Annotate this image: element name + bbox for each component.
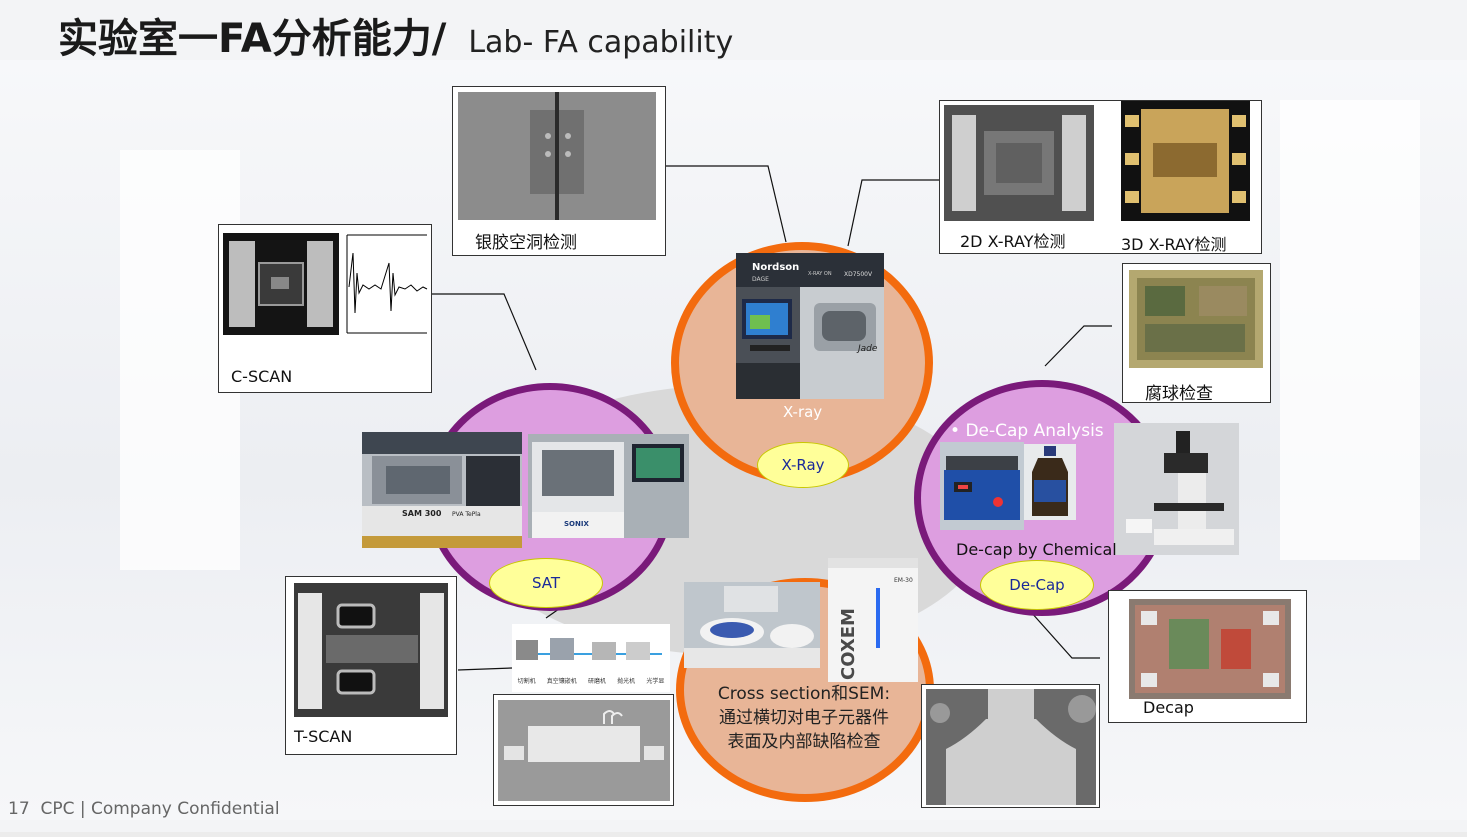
callout-ball-check: 腐球检查 — [1122, 263, 1271, 404]
callout-tscan: T-SCAN — [285, 576, 457, 755]
grinder-photo — [684, 582, 820, 668]
process-strip-icon — [516, 638, 662, 660]
sat-sam-text: SAM 300 — [402, 509, 442, 518]
callout-decap: Decap — [1108, 590, 1307, 723]
xray-2d-icon — [944, 105, 1094, 221]
chemical-bottle-photo — [1024, 444, 1076, 520]
sonix-text: SONIX — [564, 520, 589, 528]
background-light-panel — [1280, 100, 1420, 560]
bottom-divider — [0, 832, 1467, 837]
cscan-waveform — [345, 233, 429, 335]
decap-bullet-title: • De-Cap Analysis — [950, 421, 1104, 441]
title-english: Lab- FA capability — [468, 25, 734, 60]
decap-die-icon — [1129, 599, 1291, 699]
microscope-photo — [1114, 423, 1239, 555]
process-label-cutting: 切割机 — [517, 678, 536, 685]
sem-icon — [926, 689, 1096, 805]
xray-3d-image — [1121, 101, 1250, 221]
process-labels: 切割机 真空镶嵌机 研磨机 抛光机 光学显 — [512, 676, 670, 685]
xray-sub-text: DAGE — [752, 276, 769, 283]
ball-check-die-image — [1129, 270, 1263, 368]
decap-oval-label: De-Cap — [980, 560, 1094, 610]
sem-image — [926, 689, 1096, 805]
cross-section-image — [498, 700, 670, 801]
sem-machine-photo: COXEM EM-30 — [828, 558, 918, 682]
silver-void-xray-icon — [458, 92, 656, 220]
cscan-image — [223, 233, 339, 335]
xray-3d-icon — [1121, 101, 1250, 221]
xray-oval-label: X-Ray — [757, 442, 849, 488]
xray-2d-label: 2D X-RAY检测 — [960, 232, 1066, 251]
sem-machine-icon: COXEM EM-30 — [828, 558, 918, 682]
tscan-icon — [294, 583, 448, 717]
waveform-icon — [346, 234, 428, 334]
page-number: 17 — [8, 799, 30, 819]
cross-section-description: Cross section和SEM:通过横切对电子元器件表面及内部缺陷检查 — [717, 684, 891, 752]
cscan-icon — [223, 233, 339, 335]
xray-brand-text: Nordson — [752, 262, 799, 273]
sat-oval-label: SAT — [489, 558, 603, 608]
xray-machine-photo: Nordson DAGE X-RAY ON XD7500V Jade — [736, 253, 884, 399]
decap-bullet-text: De-Cap Analysis — [965, 421, 1104, 441]
sat-machine-photo-2: SONIX — [528, 434, 689, 538]
sonix-machine-icon: SONIX — [528, 434, 689, 538]
sat-machine-photo-1: SAM 300 PVA TePla — [362, 432, 522, 548]
cross-section-icon — [498, 700, 670, 801]
callout-sem-image — [921, 684, 1100, 808]
xray-2d-image — [944, 105, 1094, 221]
callout-cscan: C-SCAN — [218, 224, 432, 393]
ball-check-label: 腐球检查 — [1145, 384, 1213, 404]
silver-void-xray-image — [458, 92, 656, 220]
slide-title: 实验室一FA分析能力/Lab- FA capability — [58, 6, 733, 64]
process-label-polishing: 抛光机 — [617, 678, 636, 685]
microscope-icon — [1114, 423, 1239, 555]
tscan-label: T-SCAN — [294, 727, 353, 746]
footer: 17 CPC | Company Confidential — [8, 799, 280, 819]
sat-pvm-text: PVA TePla — [452, 511, 481, 518]
hotplate-photo — [940, 442, 1024, 530]
decap-die-image — [1129, 599, 1291, 699]
xray-on-text: X-RAY ON — [808, 271, 832, 277]
footer-company: CPC | Company Confidential — [40, 799, 280, 819]
process-label-grinding: 研磨机 — [587, 678, 606, 685]
sem-model-text: EM-30 — [894, 577, 913, 584]
xray-caption: X-ray — [783, 403, 823, 421]
xray-3d-label: 3D X-RAY检测 — [1121, 235, 1227, 254]
callout-cross-section-image — [493, 694, 674, 806]
decap-chemical-label: De-cap by Chemical — [956, 540, 1117, 559]
xray-jade-text: Jade — [856, 344, 878, 354]
silver-void-label: 银胶空洞检测 — [475, 233, 577, 253]
process-label-optical: 光学显 — [646, 678, 665, 685]
cscan-label: C-SCAN — [231, 367, 293, 386]
decap-label: Decap — [1143, 698, 1194, 717]
callout-xray-2d-3d: 2D X-RAY检测 3D X-RAY检测 — [939, 100, 1262, 254]
xray-model-text: XD7500V — [844, 271, 873, 278]
sem-brand-text: COXEM — [838, 608, 859, 680]
process-strip: 切割机 真空镶嵌机 研磨机 抛光机 光学显 — [512, 624, 670, 692]
hotplate-icon — [940, 442, 1024, 530]
title-chinese: 实验室一FA分析能力/ — [58, 16, 447, 62]
xray-machine-icon: Nordson DAGE X-RAY ON XD7500V Jade — [736, 253, 884, 399]
callout-silver-void: 银胶空洞检测 — [452, 86, 666, 256]
process-label-mounting: 真空镶嵌机 — [546, 678, 577, 685]
chemical-bottle-icon — [1024, 444, 1076, 520]
tscan-image — [294, 583, 448, 717]
grinder-icon — [684, 582, 820, 668]
sat-machine-icon: SAM 300 PVA TePla — [362, 432, 522, 548]
die-image-icon — [1129, 270, 1263, 368]
